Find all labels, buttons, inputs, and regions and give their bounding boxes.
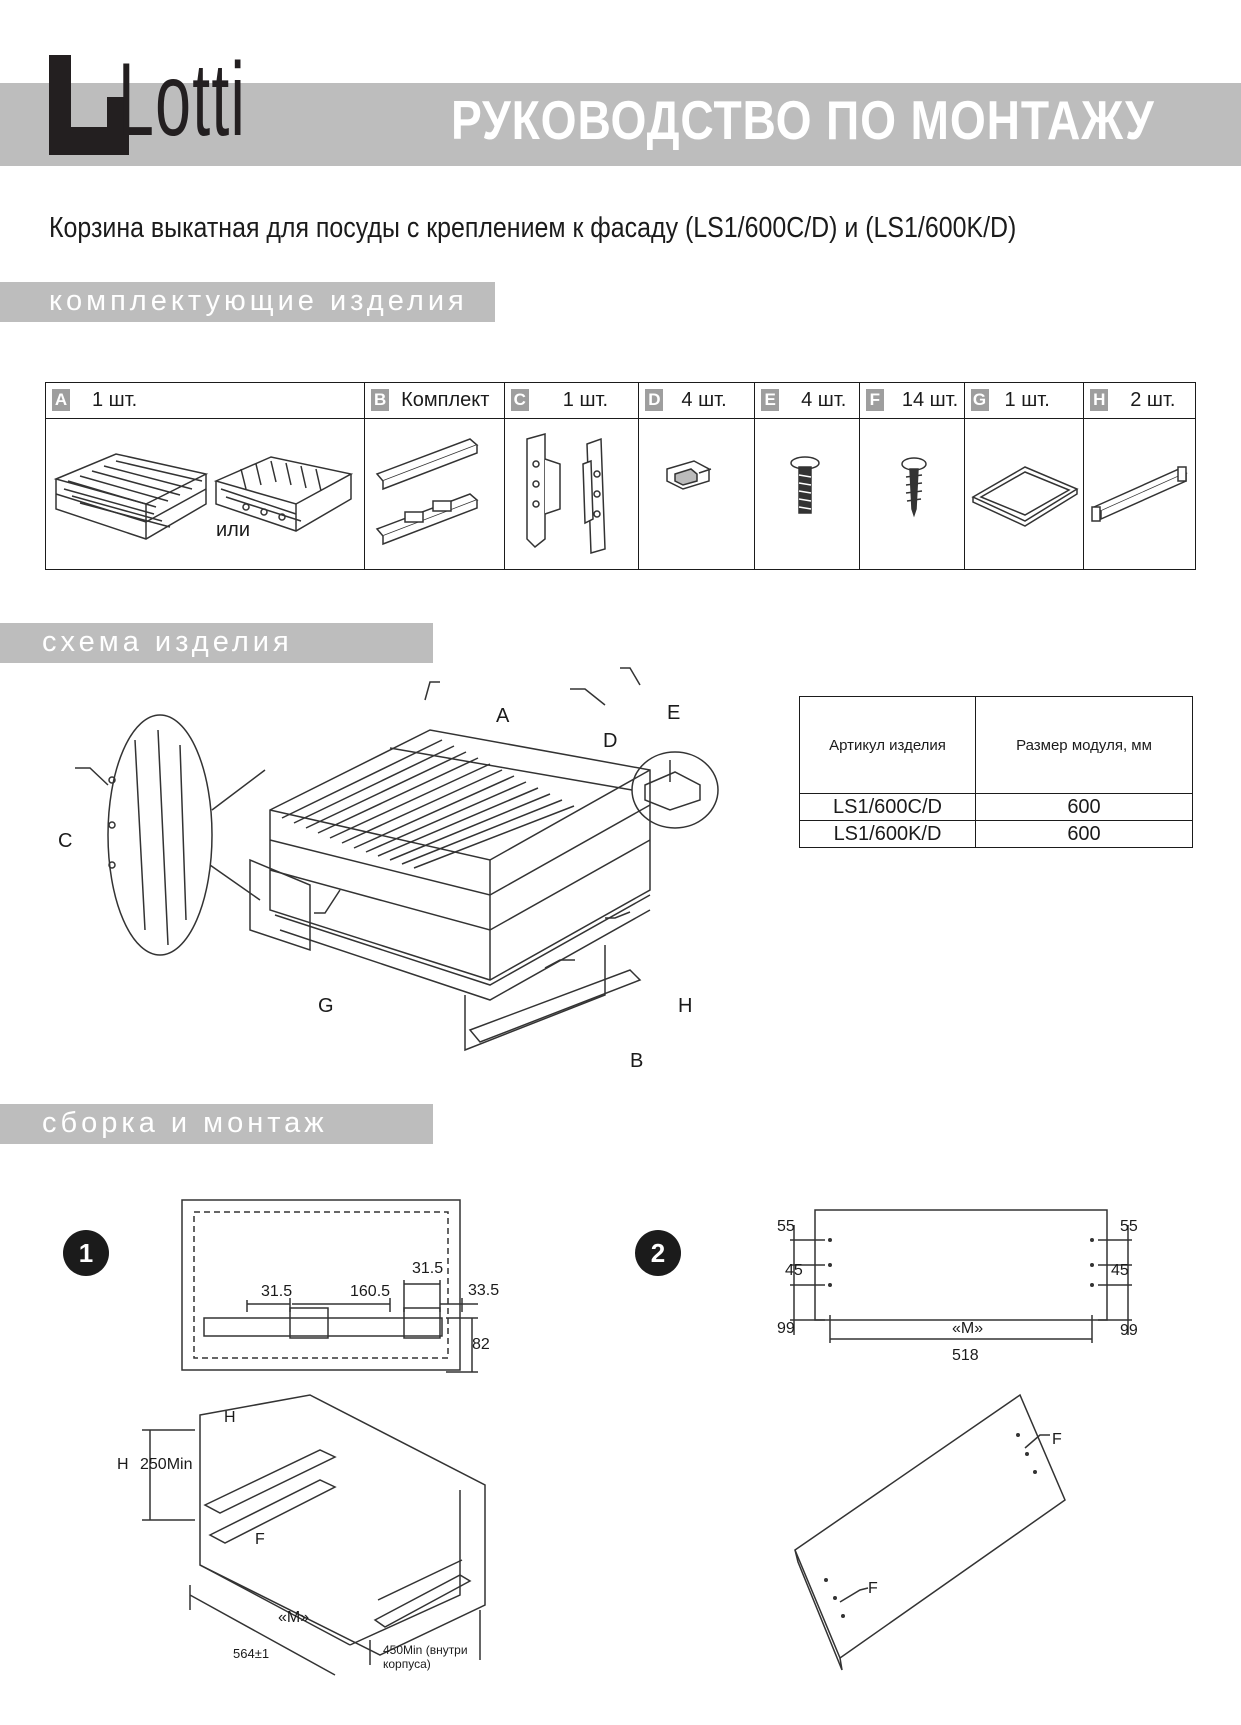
step1-dim-5: 82 — [472, 1336, 490, 1353]
section-assembly: сборка и монтаж — [0, 1104, 433, 1144]
scheme-label-c: C — [58, 830, 73, 852]
part-d-image — [638, 418, 756, 570]
step1-dim-1: 31.5 — [261, 1283, 293, 1300]
step2-dim-left-45: 45 — [785, 1262, 803, 1279]
step1-dim-h: H — [117, 1456, 129, 1473]
part-f-image — [858, 418, 965, 570]
connector-bar-icon — [1091, 466, 1188, 522]
step1-dim-m: «M» — [278, 1609, 310, 1626]
scheme-label-a: A — [496, 705, 510, 727]
part-e-header: E 4 шт. — [754, 382, 860, 419]
brand-name: Lotti — [118, 42, 247, 158]
spec-article: LS1/600C/D — [799, 793, 976, 821]
parts-table: A 1 шт. B Комплект C 1 шт. D 4 шт. E 4 ш… — [44, 382, 1196, 570]
scheme-label-g: G — [318, 995, 334, 1017]
step-2-front-drawing — [790, 1209, 1132, 1343]
scheme-label-h: H — [678, 995, 693, 1017]
step2-dim-left-55: 55 — [777, 1218, 795, 1235]
product-scheme-drawing — [75, 667, 719, 1052]
header-band — [0, 83, 1241, 166]
screw-icon — [901, 457, 927, 518]
part-b-image — [364, 418, 505, 570]
tray-frame-icon — [970, 466, 1079, 527]
step2-dim-right-99: 99 — [1120, 1322, 1138, 1339]
spec-col-size: Размер модуля, мм — [975, 696, 1193, 794]
step2-dim-width: 518 — [952, 1347, 979, 1364]
step2-label-f1: F — [1052, 1431, 1062, 1448]
step1-label-f: F — [255, 1531, 265, 1548]
step1-dim-2: 160.5 — [350, 1283, 391, 1300]
step-1-number: 1 — [63, 1230, 109, 1276]
spec-article: LS1/600K/D — [799, 820, 976, 848]
section-title: комплектующие изделия — [49, 285, 468, 317]
front-bracket-icon — [526, 433, 606, 554]
spec-col-article: Артикул изделия — [799, 696, 976, 794]
page-title: РУКОВОДСТВО ПО МОНТАЖУ — [451, 89, 1155, 151]
lotti-logo-icon — [49, 55, 129, 155]
clip-icon — [666, 460, 712, 490]
section-title: схема изделия — [42, 626, 293, 658]
section-components: комплектующие изделия — [0, 282, 495, 322]
step1-dim-3: 31.5 — [412, 1260, 444, 1277]
section-title: сборка и монтаж — [42, 1107, 328, 1139]
spec-size: 600 — [975, 820, 1193, 848]
part-c-image — [503, 418, 640, 570]
part-g-image — [963, 418, 1085, 570]
step2-label-f2: F — [868, 1580, 878, 1597]
or-label: или — [216, 519, 251, 541]
step2-dim-right-55: 55 — [1120, 1218, 1138, 1235]
section-scheme: схема изделия — [0, 623, 433, 663]
step-1-cabinet-drawing — [142, 1394, 486, 1676]
basket-icon — [53, 453, 354, 540]
scheme-label-e: E — [667, 702, 681, 724]
bolt-icon — [790, 456, 820, 514]
scheme-label-b: B — [630, 1050, 644, 1072]
step1-dim-depth: 450Min (внутри корпуса) — [383, 1643, 468, 1671]
part-d-header: D 4 шт. — [638, 382, 756, 419]
step2-dim-m: «M» — [952, 1320, 984, 1337]
step1-dim-hmin: 250Min — [140, 1456, 193, 1473]
part-f-header: F 14 шт. — [858, 382, 965, 419]
step1-label-h: H — [224, 1409, 236, 1426]
part-g-header: G 1 шт. — [963, 382, 1085, 419]
part-h-image — [1083, 418, 1196, 570]
step-2-facade-drawing — [794, 1393, 1066, 1671]
runner-rails-icon — [375, 438, 479, 546]
step-1-top-drawing — [181, 1199, 478, 1373]
part-b-header: B Комплект — [364, 382, 505, 419]
scheme-label-d: D — [603, 730, 618, 752]
part-a-image: или — [44, 418, 366, 570]
spec-table: Артикул изделия Размер модуля, мм LS1/60… — [799, 696, 1193, 848]
product-subtitle: Корзина выкатная для посуды с креплением… — [49, 212, 1017, 244]
step2-dim-left-99: 99 — [777, 1320, 795, 1337]
step1-dim-4: 33.5 — [468, 1282, 500, 1299]
part-c-header: C 1 шт. — [503, 382, 640, 419]
step-2-number: 2 — [635, 1230, 681, 1276]
step1-dim-length: 564±1 — [233, 1646, 270, 1661]
step2-dim-right-45: 45 — [1111, 1262, 1129, 1279]
spec-size: 600 — [975, 793, 1193, 821]
part-h-header: H 2 шт. — [1083, 382, 1196, 419]
part-e-image — [754, 418, 860, 570]
part-a-header: A 1 шт. — [44, 382, 366, 419]
